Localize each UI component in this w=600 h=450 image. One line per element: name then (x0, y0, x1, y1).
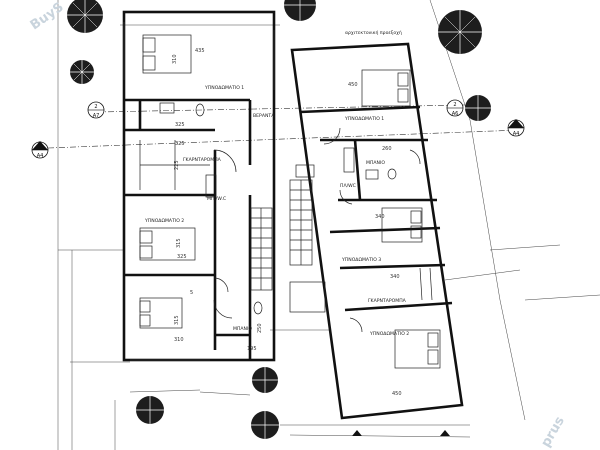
door-icon (213, 149, 237, 173)
toilet-icon (195, 103, 205, 117)
label-left-bedroom-1: ΥΠΝΟΔΩΜΑΤΙΟ 1 (204, 85, 244, 91)
left-stairs (250, 207, 273, 291)
left-floor-plan (122, 10, 276, 362)
tree-icon (70, 60, 94, 84)
door-icon (213, 299, 233, 319)
sink-icon (159, 102, 175, 114)
marker-arrow-icon (32, 141, 48, 150)
bathtub-icon (343, 147, 355, 173)
tree-icon (438, 10, 482, 54)
bed-icon (142, 34, 192, 74)
marker-arrow-icon (508, 119, 524, 128)
sink-icon (365, 169, 379, 180)
bathtub-icon (205, 174, 217, 198)
label-right-bedroom-2: ΥΠΝΟΔΩΜΑΤΙΟ 2 (369, 331, 409, 337)
dim-left-315b: 315 (174, 315, 180, 325)
marker-number: 1 (38, 144, 41, 150)
bed-icon (139, 297, 183, 329)
right-stairs (289, 179, 313, 266)
door-icon (339, 189, 353, 205)
marker-number: 2 (453, 102, 456, 108)
dim-left-225: 225 (174, 160, 180, 170)
dim-left-310: 310 (174, 337, 184, 343)
dim-left-325c: 325 (177, 254, 187, 260)
dim-right-bottom: 450 (392, 391, 402, 397)
marker-sheet: A4 (513, 131, 520, 137)
section-marker-a6: 2 A6 (446, 99, 464, 117)
axis-lines (47, 104, 521, 149)
dim-left-315a: 315 (176, 238, 182, 248)
dim-left-bed1: 310 (172, 54, 178, 64)
watermark-right: prus (538, 414, 567, 450)
dim-right-340b: 340 (390, 274, 400, 280)
bed-icon (381, 207, 423, 243)
dim-left-195: 195 (247, 346, 257, 352)
marker-number: 1 (514, 122, 517, 128)
marker-number: 2 (94, 104, 97, 110)
dim-left-5: 5 (190, 290, 193, 296)
tree-icon (284, 0, 316, 21)
dim-left-top: 435 (195, 48, 205, 54)
label-left-veranda: ΒΕΡΑΝΤΑ (253, 113, 275, 119)
bed-icon (361, 69, 411, 107)
dim-right-260: 260 (382, 146, 392, 152)
label-right-bath: ΜΠΑΝΙΟ (366, 160, 385, 166)
label-right-note: αρχιτεκτονική προεξοχή (345, 29, 402, 36)
right-floor-plan (289, 42, 464, 436)
bed-icon (139, 227, 196, 261)
label-right-bedroom-1: ΥΠΝΟΔΩΜΑΤΙΟ 1 (344, 116, 384, 122)
dim-right-top: 450 (348, 82, 358, 88)
label-left-wc: ΜΠ./W.C (207, 196, 226, 202)
door-icon (409, 149, 421, 165)
label-right-wc: ΠΛ/WC (340, 183, 356, 189)
door-icon (213, 277, 229, 293)
section-arrow-icon (440, 430, 450, 436)
tree-icon (251, 411, 279, 439)
section-marker-a4-left: 1 A4 (31, 141, 49, 159)
dim-right-340a: 340 (375, 214, 385, 220)
section-marker-a7: 2 A7 (87, 101, 105, 119)
label-left-wardrobe: ΓΚΑΡΝΤΑΡΟΜΠΑ (183, 157, 222, 163)
label-right-bedroom-3: ΥΠΝΟΔΩΜΑΤΙΟ 3 (341, 257, 381, 263)
site-lines (57, 0, 600, 450)
watermark-left: BuyS (28, 0, 67, 33)
section-arrow-icon (352, 430, 362, 436)
door-icon (349, 317, 363, 333)
dim-left-325a: 325 (175, 122, 185, 128)
tree-icon (252, 367, 278, 393)
door-icon (323, 127, 341, 145)
toilet-icon (253, 301, 263, 315)
marker-sheet: A4 (37, 153, 44, 159)
toilet-icon (387, 168, 397, 180)
marker-sheet: A6 (452, 111, 459, 117)
label-right-wardrobe: ΓΚΑΡΝΤΑΡΟΜΠΑ (368, 298, 407, 304)
dim-left-325b: 325 (175, 141, 185, 147)
bed-icon (394, 329, 441, 369)
label-left-bedroom-2: ΥΠΝΟΔΩΜΑΤΙΟ 2 (144, 218, 184, 224)
tree-icon (465, 95, 491, 121)
trees (67, 0, 491, 439)
dim-left-250: 250 (257, 323, 263, 333)
tree-icon (136, 396, 164, 424)
label-left-bathroom: ΜΠΑΝΙΟ (233, 326, 252, 332)
tree-icon (67, 0, 103, 33)
marker-sheet: A7 (93, 113, 100, 119)
section-marker-a4-right: 1 A4 (507, 119, 525, 137)
